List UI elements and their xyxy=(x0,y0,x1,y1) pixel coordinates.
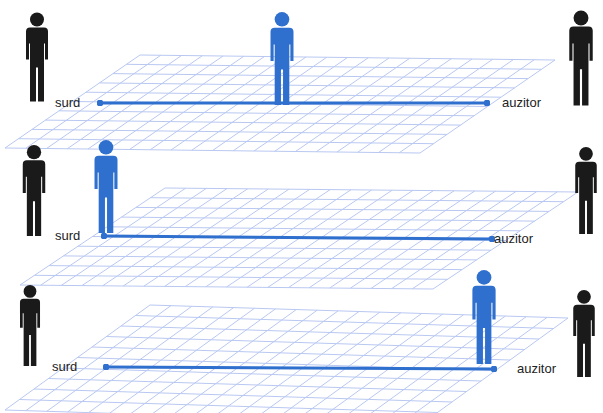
grid-planes xyxy=(5,55,578,413)
person-figure xyxy=(271,12,294,105)
person-label: auzitor xyxy=(494,360,570,378)
person-label: surd xyxy=(50,358,106,376)
person-label: auzitor xyxy=(487,94,549,112)
person-figures xyxy=(20,11,597,378)
sight-line xyxy=(100,102,487,105)
label-text: auzitor xyxy=(494,231,533,246)
label-text: surd xyxy=(52,359,77,374)
person-figure xyxy=(95,140,118,233)
person-label: surd xyxy=(52,227,104,245)
label-text: auzitor xyxy=(517,361,556,376)
person-figure xyxy=(573,290,595,377)
sight-line xyxy=(104,236,492,239)
sight-line xyxy=(106,367,494,369)
person-figure xyxy=(575,147,597,234)
person-figure xyxy=(20,285,40,366)
label-text: surd xyxy=(55,228,80,243)
person-figure xyxy=(569,11,592,106)
label-text: auzitor xyxy=(502,95,541,110)
person-figure xyxy=(26,13,48,102)
person-figure xyxy=(23,145,45,236)
person-label: auzitor xyxy=(492,230,546,248)
connector-layer xyxy=(100,103,494,369)
person-label: surd xyxy=(52,94,100,112)
person-figure xyxy=(472,270,495,364)
label-text: surd xyxy=(55,95,80,110)
